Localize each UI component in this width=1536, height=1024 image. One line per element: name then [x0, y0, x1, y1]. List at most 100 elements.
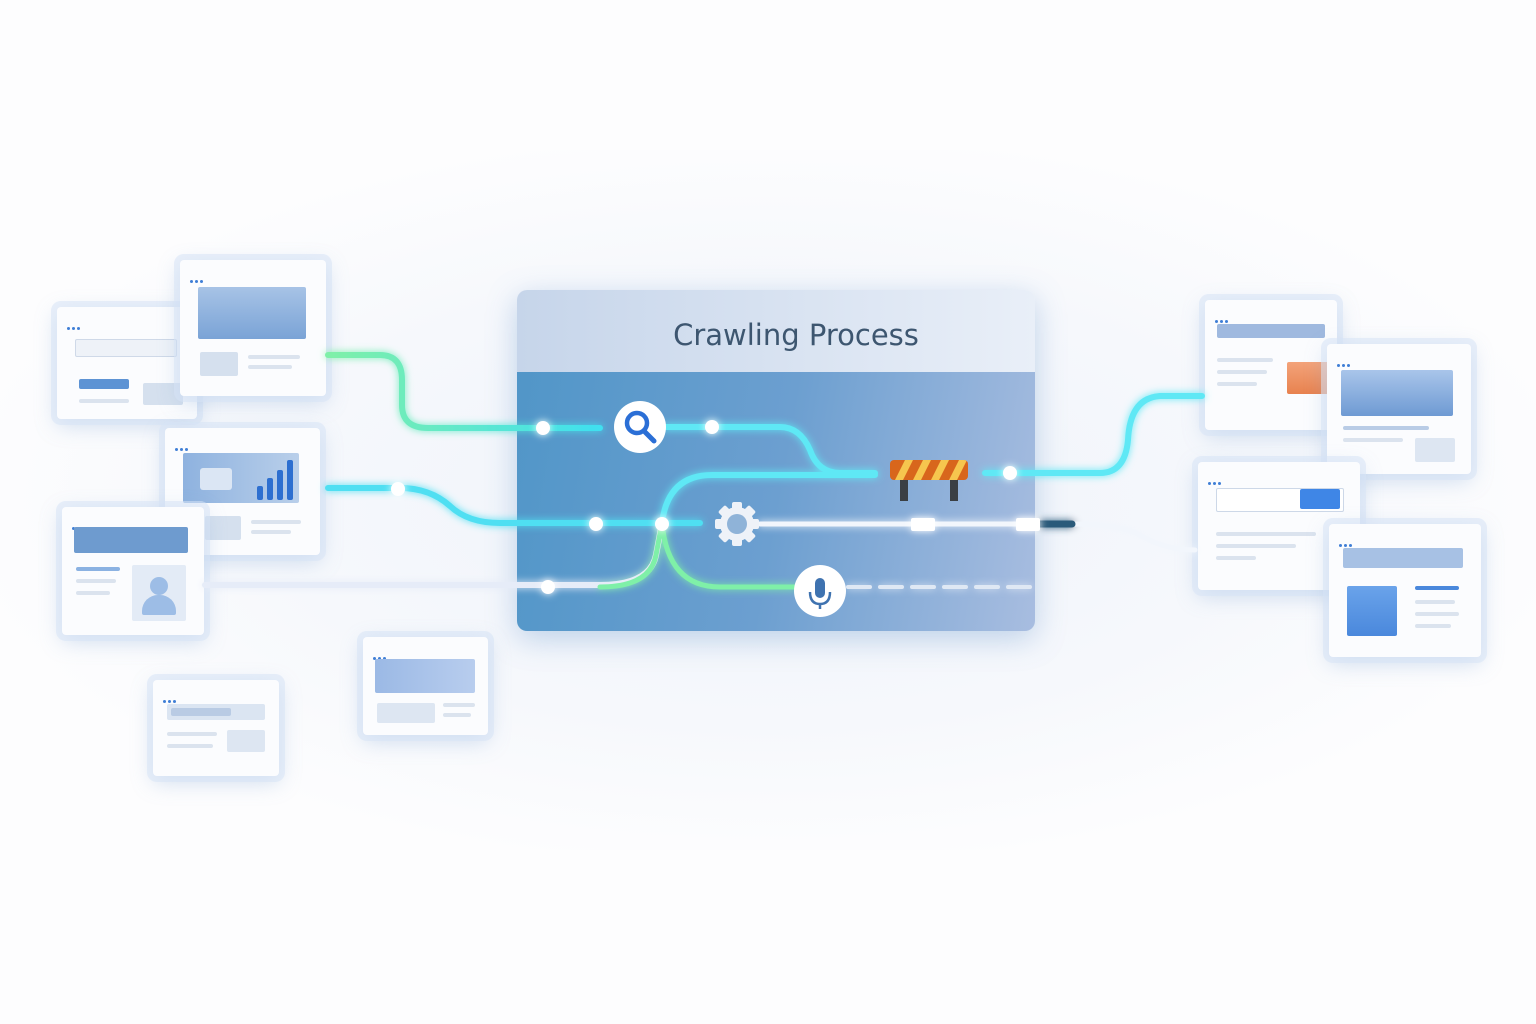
card-placeholder-element — [1339, 532, 1359, 547]
card-placeholder-element — [1218, 482, 1221, 485]
page-card-image — [180, 260, 326, 396]
flow-line-branch-up — [659, 472, 878, 526]
card-placeholder-element — [277, 470, 283, 500]
page-card-image — [1327, 344, 1471, 474]
card-placeholder-element — [1344, 544, 1347, 547]
card-placeholder-element — [375, 659, 475, 693]
card-placeholder-element — [76, 579, 116, 583]
card-placeholder-element — [1415, 624, 1451, 628]
page-card-email — [1205, 300, 1337, 430]
card-placeholder-element — [373, 657, 376, 660]
flow-node — [536, 421, 550, 435]
card-placeholder-element — [1342, 364, 1345, 367]
card-placeholder-element — [185, 448, 188, 451]
card-placeholder-element — [76, 591, 110, 595]
card-placeholder-element — [1216, 556, 1256, 560]
panel-header: Crawling Process — [517, 290, 1035, 372]
gear-icon — [715, 502, 759, 546]
card-placeholder-element — [1415, 612, 1459, 616]
flow-node — [589, 517, 603, 531]
card-placeholder-element — [1343, 438, 1403, 442]
microphone-icon — [794, 565, 846, 617]
card-placeholder-element — [267, 478, 273, 500]
card-placeholder-element — [67, 327, 70, 330]
card-placeholder-element — [1337, 352, 1357, 367]
card-placeholder-element — [76, 567, 120, 571]
card-placeholder-element — [248, 365, 292, 369]
flow-line-top-right — [662, 424, 878, 476]
card-placeholder-element — [1208, 470, 1228, 485]
panel-title: Crawling Process — [673, 318, 919, 352]
card-placeholder-element — [168, 700, 171, 703]
card-placeholder-element — [1300, 489, 1340, 509]
card-placeholder-element — [72, 527, 75, 530]
page-card-chart — [165, 428, 320, 555]
card-placeholder-element — [1215, 308, 1235, 323]
flow-node — [541, 580, 555, 594]
card-placeholder-element — [287, 460, 293, 500]
card-placeholder-element — [1343, 548, 1463, 568]
card-placeholder-element — [1343, 426, 1429, 430]
card-placeholder-element — [175, 448, 178, 451]
page-card-profile — [1329, 524, 1481, 657]
flow-node — [705, 420, 719, 434]
card-placeholder-element — [163, 688, 183, 703]
card-placeholder-element — [227, 730, 265, 752]
page-card-profile — [62, 507, 204, 635]
card-placeholder-element — [1213, 482, 1216, 485]
flow-marker — [1016, 518, 1040, 531]
card-placeholder-element — [251, 530, 291, 534]
flow-line-middle — [325, 485, 703, 526]
card-placeholder-element — [1347, 586, 1397, 636]
card-placeholder-element — [150, 577, 168, 595]
search-icon — [614, 401, 666, 453]
page-card — [363, 637, 488, 735]
flow-node — [391, 482, 405, 496]
flow-node — [1003, 466, 1017, 480]
card-placeholder-element — [79, 379, 129, 389]
card-placeholder-element — [67, 315, 87, 330]
card-placeholder-element — [142, 595, 176, 615]
card-placeholder-element — [143, 383, 183, 405]
card-placeholder-element — [171, 708, 231, 716]
card-placeholder-element — [383, 657, 386, 660]
card-placeholder-element — [200, 280, 203, 283]
card-placeholder-element — [195, 280, 198, 283]
card-placeholder-element — [1217, 370, 1267, 374]
flow-line-exit-top — [982, 393, 1205, 476]
card-placeholder-element — [205, 516, 241, 540]
card-placeholder-element — [1208, 482, 1211, 485]
card-placeholder-element — [167, 744, 213, 748]
card-placeholder-element — [378, 657, 381, 660]
flow-line-processed — [757, 521, 1198, 553]
card-placeholder-element — [1220, 320, 1223, 323]
card-placeholder-element — [190, 280, 193, 283]
card-placeholder-element — [248, 355, 300, 359]
card-placeholder-element — [190, 268, 210, 283]
flow-line-top — [325, 352, 603, 431]
card-placeholder-element — [1225, 320, 1228, 323]
card-placeholder-element — [198, 287, 306, 339]
barrier-icon — [890, 460, 968, 501]
flow-node — [655, 517, 669, 531]
flow-marker — [911, 518, 935, 531]
page-card — [153, 680, 279, 776]
card-placeholder-element — [1415, 600, 1455, 604]
card-placeholder-element — [1217, 382, 1257, 386]
card-placeholder-element — [200, 468, 232, 490]
card-placeholder-element — [1217, 358, 1273, 362]
card-placeholder-element — [79, 399, 129, 403]
card-placeholder-element — [1215, 320, 1218, 323]
card-placeholder-element — [373, 645, 393, 660]
page-card — [57, 307, 197, 419]
card-placeholder-element — [251, 520, 301, 524]
card-placeholder-element — [200, 352, 238, 376]
card-placeholder-element — [1347, 364, 1350, 367]
card-placeholder-element — [1216, 544, 1296, 548]
card-placeholder-element — [1339, 544, 1342, 547]
card-placeholder-element — [74, 527, 188, 553]
card-placeholder-element — [175, 436, 195, 451]
card-placeholder-element — [180, 448, 183, 451]
card-placeholder-element — [1341, 370, 1453, 416]
